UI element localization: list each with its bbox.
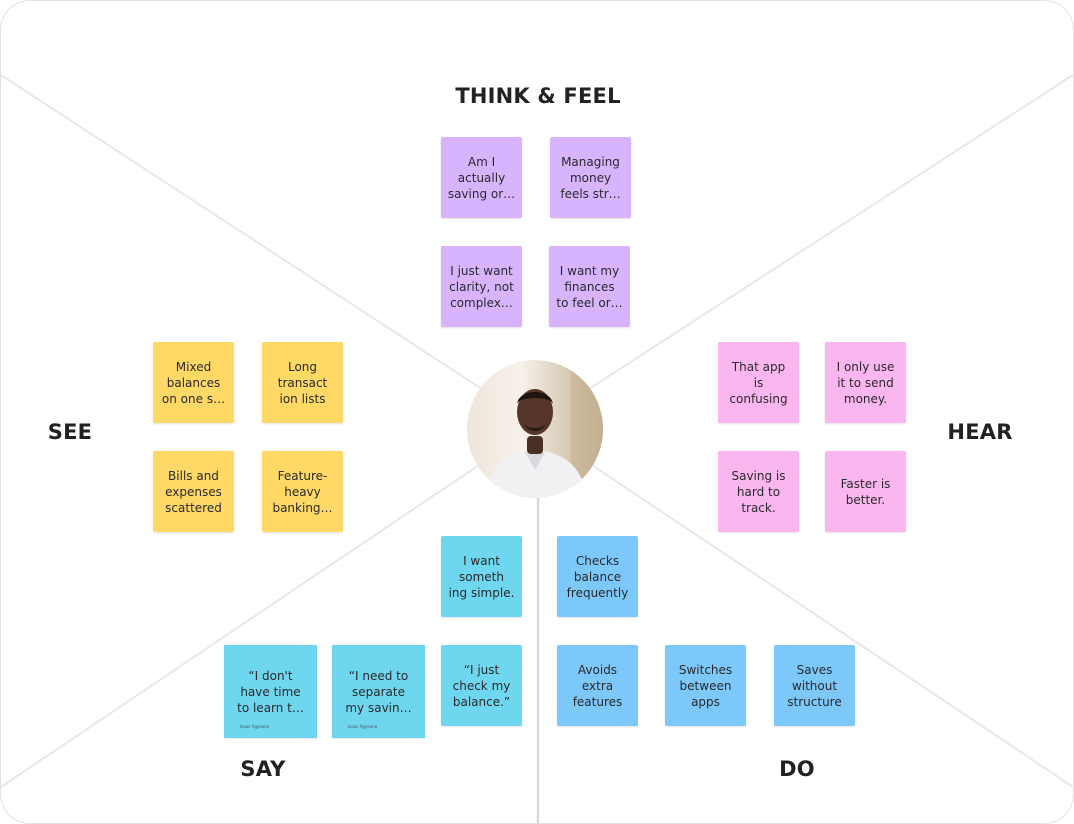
sticky-note-do[interactable]: Switches between apps <box>665 645 746 726</box>
sticky-note-hear[interactable]: Faster is better. <box>825 451 906 532</box>
sticky-note-author: Isaac Agyeono <box>348 724 378 729</box>
person-avatar-photo <box>467 360 603 498</box>
sticky-note-see[interactable]: Bills and expenses scattered <box>153 451 234 532</box>
sticky-note-see[interactable]: Feature- heavy banking… <box>262 451 343 532</box>
sticky-note-do[interactable]: Saves without structure <box>774 645 855 726</box>
divider-line-bottom-left <box>1 458 489 788</box>
divider-line-top-right <box>582 74 1073 394</box>
sticky-note-say[interactable]: “I just check my balance.” <box>441 645 522 726</box>
quadrant-title-see: SEE <box>47 420 93 444</box>
sticky-note-do[interactable]: Avoids extra features <box>557 645 638 726</box>
sticky-note-say[interactable]: “I don't have time to learn t… Isaac Agy… <box>224 645 317 738</box>
sticky-note-think-feel[interactable]: Am I actually saving or… <box>441 137 522 218</box>
person-icon <box>485 360 603 498</box>
sticky-note-hear[interactable]: I only use it to send money. <box>825 342 906 423</box>
sticky-note-author: Isaac Agyeono <box>240 724 270 729</box>
quadrant-title-hear: HEAR <box>947 420 1013 444</box>
sticky-note-see[interactable]: Mixed balances on one s… <box>153 342 234 423</box>
quadrant-title-think-feel: THINK & FEEL <box>455 84 621 108</box>
sticky-note-think-feel[interactable]: I just want clarity, not complex… <box>441 246 522 327</box>
divider-line-top-left <box>1 74 489 394</box>
sticky-note-say[interactable]: “I need to separate my savin… Isaac Agye… <box>332 645 425 738</box>
sticky-note-think-feel[interactable]: I want my finances to feel or… <box>549 246 630 327</box>
sticky-note-do[interactable]: Checks balance frequently <box>557 536 638 617</box>
quadrant-title-do: DO <box>779 757 815 781</box>
divider-line-bottom-right <box>582 458 1073 788</box>
sticky-note-hear[interactable]: That app is confusing <box>718 342 799 423</box>
quadrant-title-say: SAY <box>240 757 286 781</box>
sticky-note-say[interactable]: I want someth ing simple. <box>441 536 522 617</box>
sticky-note-see[interactable]: Long transact ion lists <box>262 342 343 423</box>
sticky-note-think-feel[interactable]: Managing money feels str… <box>550 137 631 218</box>
sticky-note-hear[interactable]: Saving is hard to track. <box>718 451 799 532</box>
